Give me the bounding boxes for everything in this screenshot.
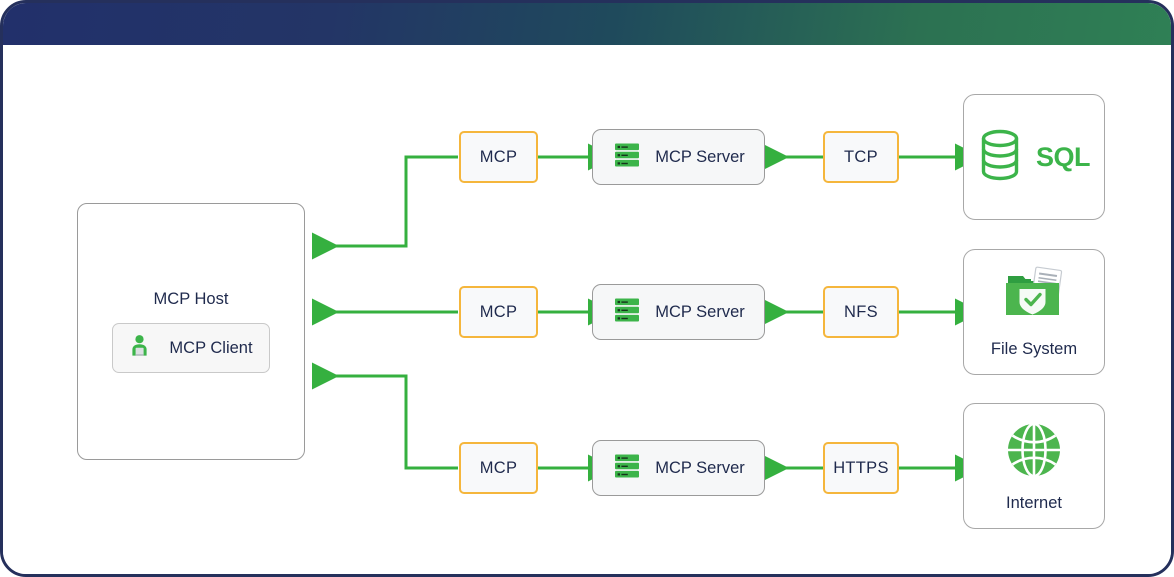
protocol-box-mcp-row1[interactable]: MCP [459,131,538,183]
protocol-box-https[interactable]: HTTPS [823,442,899,494]
protocol-label: TCP [844,147,878,166]
mcp-server-box-row1[interactable]: MCP Server [592,129,765,185]
server-stack-icon [612,295,642,330]
mcp-server-label: MCP Server [655,147,745,166]
header-bar [3,3,1171,45]
globe-icon [1003,419,1065,486]
diagram-canvas: MCP Host MCP Client MCP [3,45,1171,574]
protocol-box-nfs[interactable]: NFS [823,286,899,338]
mcp-server-label: MCP Server [655,302,745,321]
mcp-server-box-row2[interactable]: MCP Server [592,284,765,340]
wire-host-row1 [312,155,458,260]
mcp-client-label: MCP Client [169,338,253,357]
resource-label-file-system: File System [990,340,1078,358]
protocol-label: NFS [844,302,878,321]
protocol-label: MCP [479,147,518,166]
protocol-box-mcp-row3[interactable]: MCP [459,442,538,494]
resource-box-file-system[interactable]: File System [963,249,1105,375]
person-laptop-icon [129,333,155,364]
resource-box-internet[interactable]: Internet [963,403,1105,529]
folder-shield-icon [995,265,1073,332]
server-stack-icon [612,140,642,175]
wire-host-row3 [312,362,458,470]
mcp-client-button[interactable]: MCP Client [112,323,270,373]
protocol-box-mcp-row2[interactable]: MCP [459,286,538,338]
mcp-host-title: MCP Host [153,290,229,308]
protocol-label: HTTPS [833,458,889,477]
protocol-label: MCP [479,302,518,321]
resource-box-sql[interactable]: SQL [963,94,1105,220]
database-icon [978,126,1030,189]
protocol-box-tcp[interactable]: TCP [823,131,899,183]
mcp-host-box[interactable]: MCP Host MCP Client [77,203,305,460]
server-stack-icon [612,451,642,486]
protocol-label: MCP [479,458,518,477]
mcp-server-label: MCP Server [655,458,745,477]
resource-label-internet: Internet [1006,494,1062,512]
resource-label-sql: SQL [1035,141,1091,172]
mcp-server-box-row3[interactable]: MCP Server [592,440,765,496]
